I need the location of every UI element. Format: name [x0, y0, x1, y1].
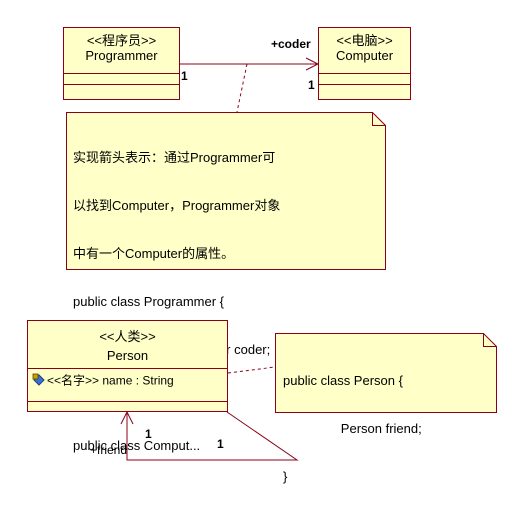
friend-multiplicity-b: 1 [217, 437, 224, 451]
note-line: 实现箭头表示：通过Programmer可 [73, 150, 276, 165]
multiplicity-source: 1 [181, 69, 188, 83]
multiplicity-target: 1 [308, 78, 315, 92]
person-stereotype: <<人类>> [99, 329, 156, 344]
connector-layer [120, 57, 320, 461]
note-line: public class Programmer { [73, 294, 224, 309]
programmer-class[interactable]: <<程序员>> Programmer [63, 27, 180, 100]
note2-text: public class Person { Person friend; } [283, 341, 422, 517]
note1-text: 实现箭头表示：通过Programmer可 以找到Computer，Program… [73, 118, 280, 486]
friend-multiplicity-a: 1 [145, 427, 152, 441]
note-line: Person friend; [283, 421, 422, 436]
private-attribute-icon [32, 373, 46, 390]
person-attribute: <<名字>> name : String [47, 373, 174, 388]
operation-separator [319, 84, 410, 85]
person-attribute-row: <<名字>> name : String [32, 373, 174, 390]
class-header: <<程序员>> Programmer [64, 33, 179, 63]
programmer-stereotype: <<程序员>> [86, 33, 157, 48]
note2-anchor [227, 366, 276, 374]
association-role-label: +coder [271, 37, 311, 51]
attribute-separator [28, 368, 227, 369]
note-shape [66, 112, 386, 270]
self-association-arrowhead [120, 410, 134, 425]
note1-anchor [236, 63, 248, 113]
computer-stereotype: <<电脑>> [336, 33, 393, 48]
note-line: } [283, 469, 288, 484]
note-line: 以找到Computer，Programmer对象 [73, 198, 281, 213]
self-association-line [126, 411, 299, 461]
computer-name: Computer [335, 48, 394, 63]
note-line: 中有一个Computer的属性。 [73, 246, 235, 261]
class-header: <<人类>> Person [28, 329, 227, 363]
operation-separator [28, 401, 227, 402]
computer-class[interactable]: <<电脑>> Computer [318, 27, 411, 100]
note-person[interactable]: public class Person { Person friend; } [275, 333, 497, 484]
person-class[interactable]: <<人类>> Person <<名字>> name : String [27, 320, 228, 412]
programmer-name: Programmer [85, 48, 158, 63]
operation-separator [64, 84, 179, 85]
friend-role-label: +friend [90, 443, 128, 457]
note-line: public class Comput... [73, 438, 201, 453]
note-line: public class Person { [283, 373, 403, 388]
person-name: Person [106, 348, 149, 363]
attribute-separator [64, 73, 179, 74]
note-programmer[interactable]: 实现箭头表示：通过Programmer可 以找到Computer，Program… [66, 112, 386, 453]
class-header: <<电脑>> Computer [319, 33, 410, 63]
note-shape [275, 333, 497, 413]
attribute-separator [319, 73, 410, 74]
